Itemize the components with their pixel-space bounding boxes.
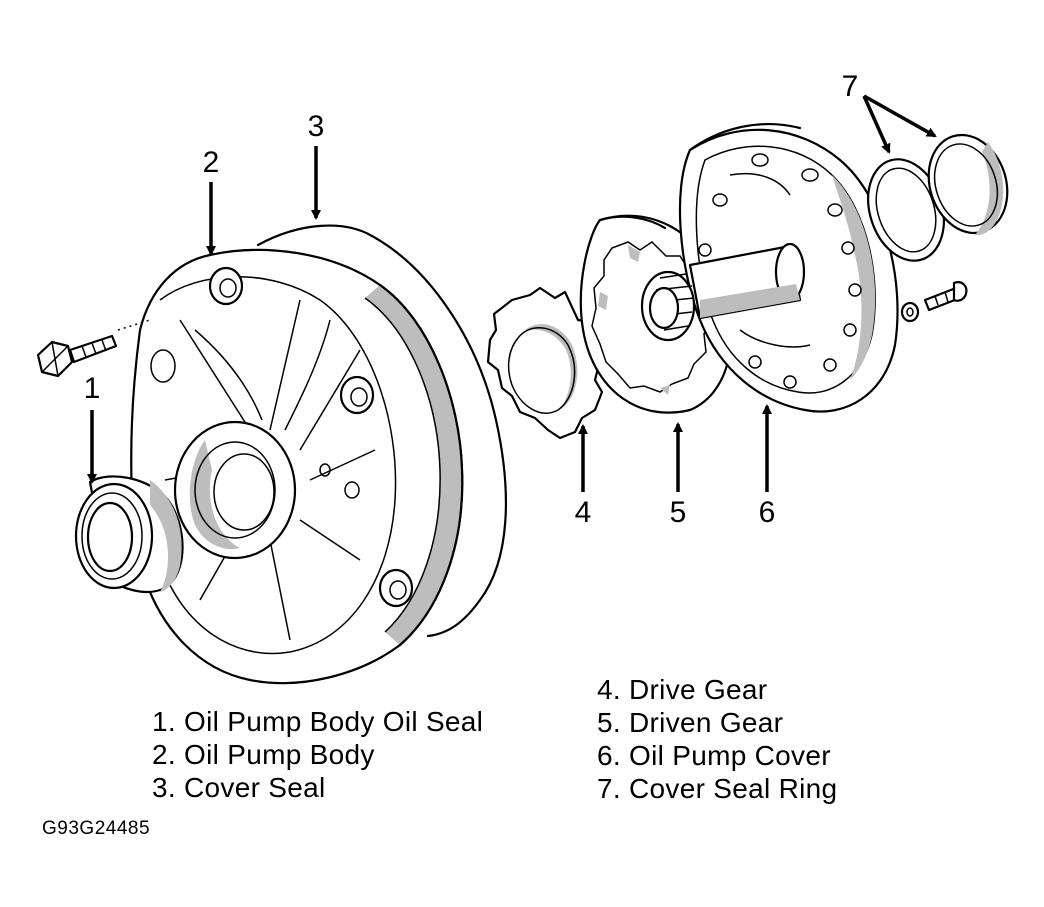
legend-item-3: 3. Cover Seal: [152, 772, 326, 803]
legend-right: 4. Drive Gear 5. Driven Gear 6. Oil Pump…: [597, 673, 837, 805]
callout-3: 3: [308, 110, 325, 143]
cover-bolt: [900, 281, 968, 323]
legend-left: 1. Oil Pump Body Oil Seal 2. Oil Pump Bo…: [152, 705, 483, 804]
callout-7: 7: [842, 70, 859, 103]
callout-2: 2: [203, 146, 220, 179]
legend-item-7: 7. Cover Seal Ring: [597, 773, 838, 804]
legend-item-1: 1. Oil Pump Body Oil Seal: [152, 706, 484, 737]
legend-item-4: 4. Drive Gear: [597, 674, 768, 705]
bolt-left: [36, 319, 151, 378]
callout-4: 4: [575, 496, 592, 529]
callout-arrows: [87, 94, 937, 492]
oil-pump-cover: [640, 123, 899, 413]
callout-5: 5: [670, 496, 687, 529]
legend-item-5: 5. Driven Gear: [597, 707, 784, 738]
legend-item-6: 6. Oil Pump Cover: [597, 740, 831, 771]
cover-seal: [256, 224, 507, 638]
cover-seal-rings: [867, 133, 1009, 262]
figure-code: G93G24485: [42, 818, 151, 839]
callout-1: 1: [84, 372, 101, 405]
oil-pump-body-oil-seal: [74, 475, 184, 593]
oil-pump-body: [130, 248, 464, 685]
legend-item-2: 2. Oil Pump Body: [152, 739, 375, 770]
callout-6: 6: [759, 496, 776, 529]
